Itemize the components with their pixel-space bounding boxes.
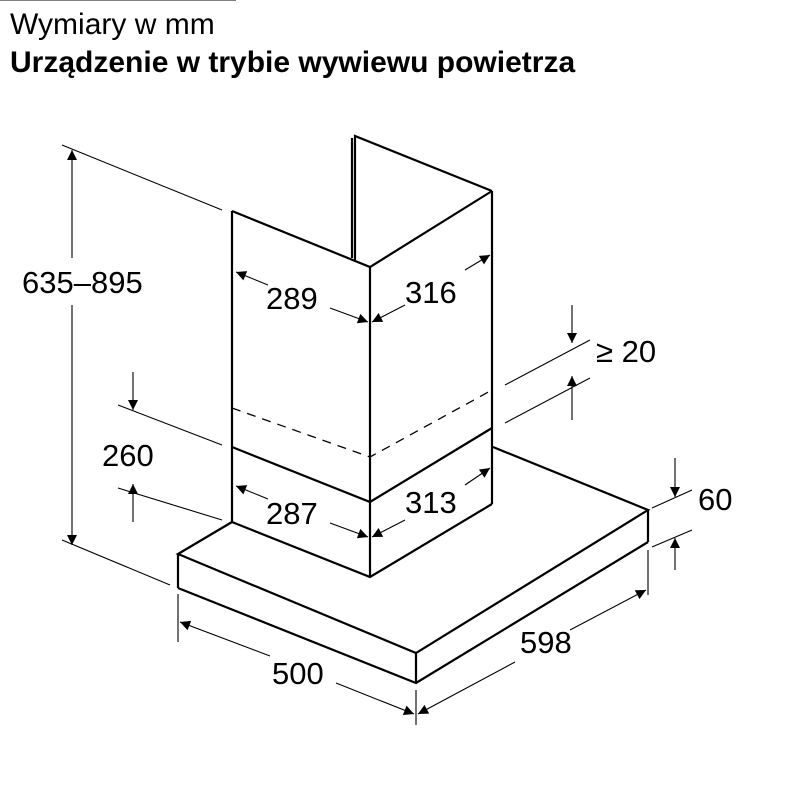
total-height-label: 635–895	[22, 265, 143, 300]
upper-width-label: 289	[266, 281, 318, 316]
total-height-dimension: 635–895	[22, 144, 223, 586]
page-subtitle: Urządzenie w trybie wywiewu powietrza	[10, 46, 576, 79]
hood-canopy	[175, 445, 651, 685]
upper-depth-label: 316	[405, 275, 457, 310]
upper-chimney	[230, 134, 494, 577]
lower-depth-label: 313	[405, 485, 457, 520]
lower-chimney-height-dimension: 260	[102, 372, 223, 522]
page-title: Wymiary w mm	[10, 8, 215, 41]
hood-depth-label: 500	[272, 656, 324, 691]
clearance-dimension: ≥ 20	[504, 305, 656, 424]
hood-width-label: 598	[520, 625, 572, 660]
upper-chimney-dimensions: 289 316	[235, 254, 491, 324]
hood-height-dimension: 60	[651, 458, 732, 570]
lower-width-label: 287	[266, 496, 318, 531]
lower-chimney	[230, 427, 494, 579]
clearance-label: ≥ 20	[596, 334, 656, 369]
hood-footprint-dimensions: 500 598	[177, 550, 649, 725]
lower-chimney-dimensions: 287 313	[0, 0, 491, 539]
hood-height-label: 60	[698, 482, 732, 517]
lower-height-label: 260	[102, 438, 154, 473]
